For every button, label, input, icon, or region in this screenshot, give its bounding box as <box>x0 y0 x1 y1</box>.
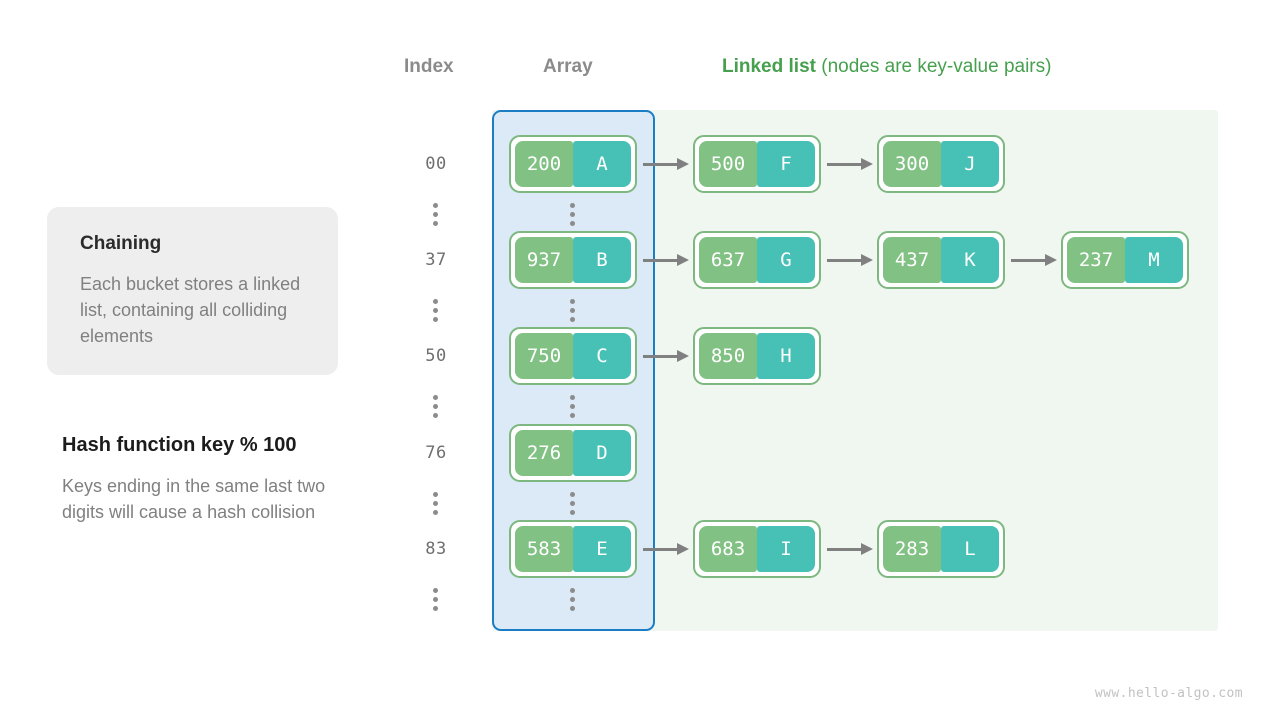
next-pointer-arrow-icon <box>637 253 693 267</box>
node-value: J <box>941 141 999 187</box>
hash-function-body: Keys ending in the same last two digits … <box>62 476 326 523</box>
next-pointer-arrow-icon <box>637 542 693 556</box>
next-pointer-arrow-icon <box>1005 253 1061 267</box>
vertical-ellipsis-icon <box>570 395 575 418</box>
node-value: H <box>757 333 815 379</box>
node-value: L <box>941 526 999 572</box>
vertical-ellipsis-icon <box>570 299 575 322</box>
header-linked-list-bold: Linked list <box>722 56 816 77</box>
site-watermark: www.hello-algo.com <box>1094 686 1243 701</box>
next-pointer-arrow-icon <box>821 542 877 556</box>
header-linked-list: Linked list (nodes are key-value pairs) <box>722 56 1051 78</box>
vertical-ellipsis-icon <box>570 203 575 226</box>
bucket-index-label: 00 <box>425 154 447 174</box>
column-headers: Index Array Linked list (nodes are key-v… <box>0 56 1280 86</box>
next-pointer-arrow-icon <box>821 253 877 267</box>
bucket-index-label: 83 <box>425 539 447 559</box>
node-value: I <box>757 526 815 572</box>
chaining-callout: Chaining Each bucket stores a linked lis… <box>47 207 338 375</box>
node-key: 637 <box>699 237 757 283</box>
node-key: 276 <box>515 430 573 476</box>
vertical-ellipsis-icon <box>433 492 438 515</box>
vertical-ellipsis-icon <box>433 588 438 611</box>
next-pointer-arrow-icon <box>637 349 693 363</box>
vertical-ellipsis-icon <box>433 203 438 226</box>
node-key: 300 <box>883 141 941 187</box>
node-value: G <box>757 237 815 283</box>
bucket-index-label: 37 <box>425 250 447 270</box>
node-key: 437 <box>883 237 941 283</box>
vertical-ellipsis-icon <box>570 492 575 515</box>
next-pointer-arrow-icon <box>637 157 693 171</box>
node-value: C <box>573 333 631 379</box>
node-key: 283 <box>883 526 941 572</box>
header-index: Index <box>404 56 454 77</box>
vertical-ellipsis-icon <box>433 299 438 322</box>
node-key: 583 <box>515 526 573 572</box>
node-key: 237 <box>1067 237 1125 283</box>
node-key: 750 <box>515 333 573 379</box>
node-value: M <box>1125 237 1183 283</box>
node-value: E <box>573 526 631 572</box>
chaining-callout-title: Chaining <box>80 233 162 254</box>
node-key: 200 <box>515 141 573 187</box>
node-key: 683 <box>699 526 757 572</box>
vertical-ellipsis-icon <box>433 395 438 418</box>
chaining-callout-body: Each bucket stores a linked list, contai… <box>80 274 301 347</box>
header-linked-list-note: (nodes are key-value pairs) <box>815 56 1052 77</box>
next-pointer-arrow-icon <box>821 157 877 171</box>
node-key: 500 <box>699 141 757 187</box>
header-array: Array <box>543 56 593 77</box>
node-value: A <box>573 141 631 187</box>
node-value: D <box>573 430 631 476</box>
node-value: F <box>757 141 815 187</box>
hash-function-title: Hash function key % 100 <box>62 434 297 456</box>
bucket-index-label: 50 <box>425 346 447 366</box>
node-key: 850 <box>699 333 757 379</box>
node-value: B <box>573 237 631 283</box>
node-key: 937 <box>515 237 573 283</box>
hash-function-note: Hash function key % 100 Keys ending in t… <box>62 434 362 525</box>
bucket-index-label: 76 <box>425 443 447 463</box>
vertical-ellipsis-icon <box>570 588 575 611</box>
node-value: K <box>941 237 999 283</box>
